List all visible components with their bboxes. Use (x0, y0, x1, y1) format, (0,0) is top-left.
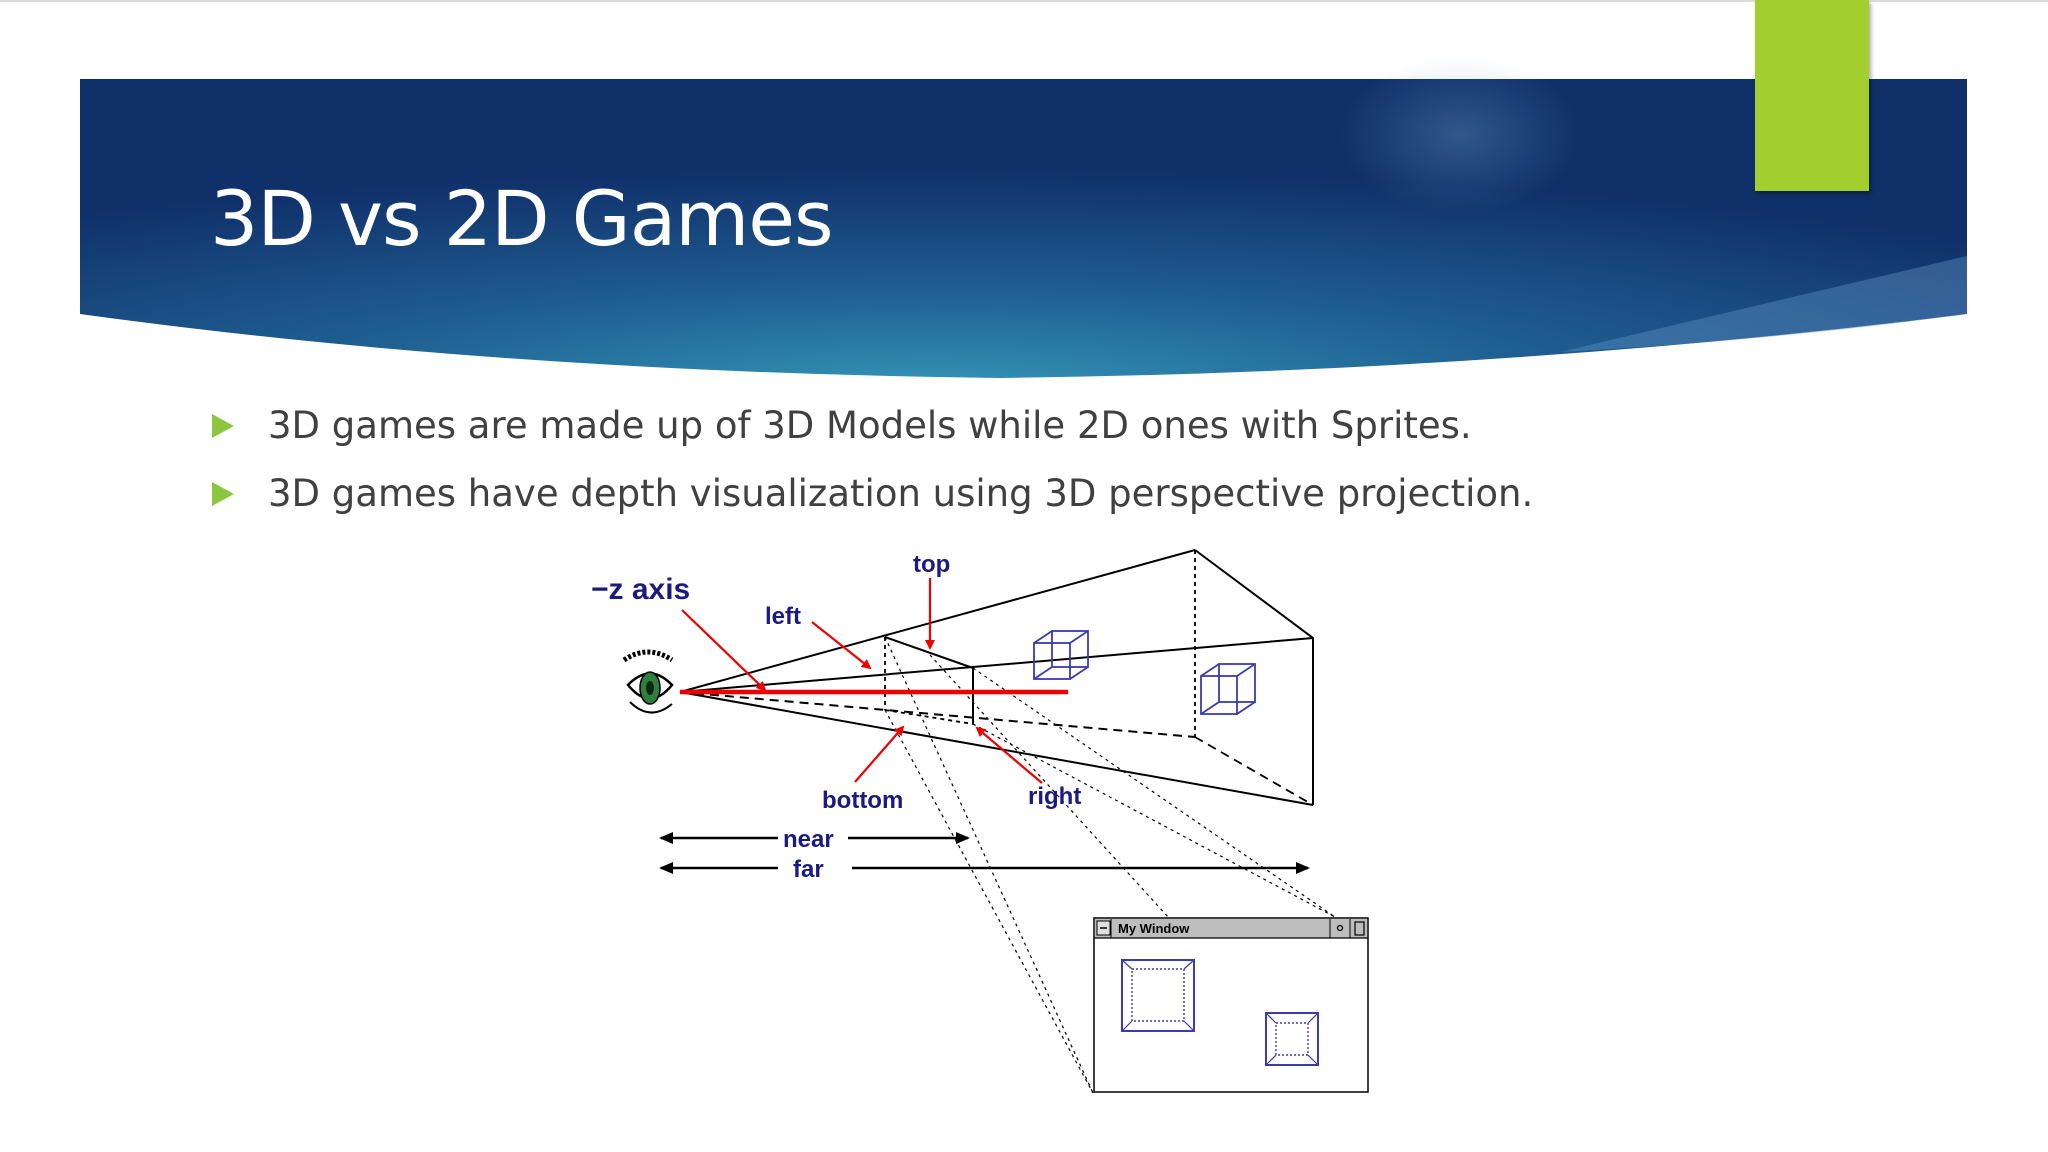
window-title: My Window (1118, 921, 1190, 936)
wireframe-cube-near (1033, 630, 1089, 680)
top-divider (0, 0, 2048, 2)
top-label: top (913, 551, 950, 578)
bullet-arrow-icon (212, 482, 234, 506)
window-titlebar (1095, 919, 1367, 938)
bullet-item: 3D games have depth visualization using … (210, 466, 1533, 534)
distance-arrows (659, 832, 1310, 874)
eye-icon (622, 649, 674, 714)
bullet-text: 3D games have depth visualization using … (268, 472, 1534, 515)
z-axis-label: −z axis (591, 573, 690, 606)
projected-square-small (1265, 1012, 1319, 1066)
header-banner (80, 55, 1967, 378)
projection-lines (884, 636, 1336, 1094)
projected-square-large (1121, 959, 1195, 1032)
my-window-illustration: My Window (1093, 917, 1369, 1093)
view-frustum (679, 549, 1314, 806)
bottom-label: bottom (822, 787, 903, 814)
label-arrows (681, 578, 1043, 784)
right-label: right (1028, 783, 1081, 810)
bullet-text: 3D games are made up of 3D Models while … (268, 404, 1472, 447)
bullet-list: 3D games are made up of 3D Models while … (210, 398, 1533, 534)
far-label: far (793, 856, 824, 883)
bullet-arrow-icon (212, 414, 234, 438)
bullet-item: 3D games are made up of 3D Models while … (210, 398, 1533, 466)
diagram-labels: −z axis top left bottom right near far (591, 551, 1081, 883)
window-minimize-icon (1336, 924, 1344, 932)
slide-title: 3D vs 2D Games (210, 174, 834, 263)
near-label: near (783, 826, 834, 853)
left-label: left (765, 603, 801, 630)
wireframe-cube-far (1200, 663, 1256, 715)
window-maximize-icon (1354, 921, 1365, 936)
accent-tab (1755, 0, 1869, 191)
